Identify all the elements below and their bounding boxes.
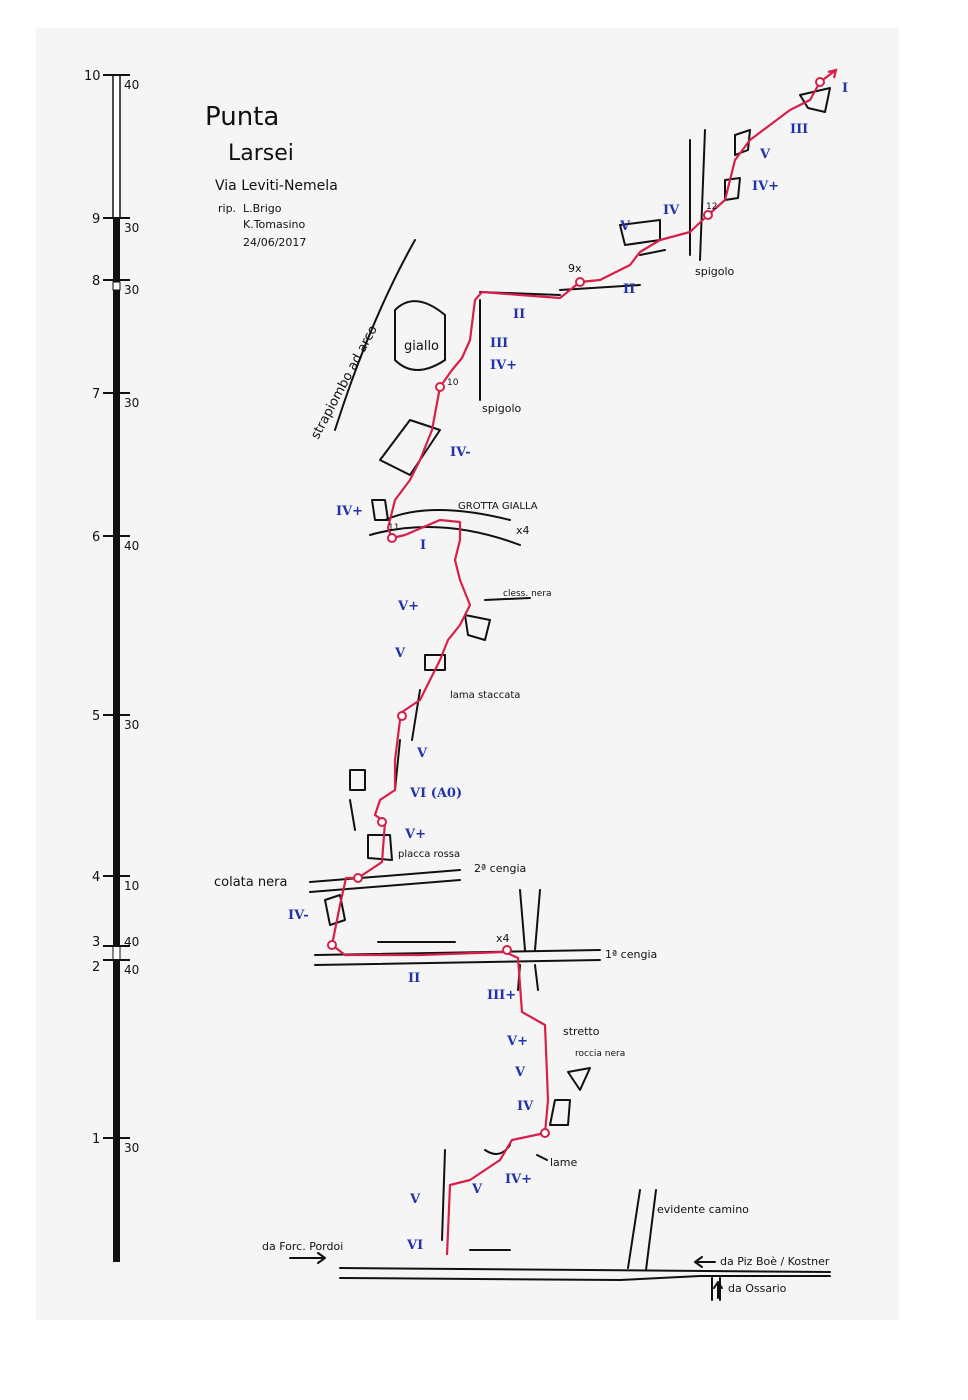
grade-label: II bbox=[513, 307, 525, 322]
scale-bar-top bbox=[112, 74, 121, 219]
scale-minor-label: 30 bbox=[124, 718, 139, 732]
scale-major-label: 6 bbox=[92, 530, 100, 545]
grade-label: VI bbox=[406, 1238, 423, 1253]
scale-minor-label: 10 bbox=[124, 879, 139, 893]
label-colata: colata nera bbox=[214, 875, 287, 890]
label-grotta-gialla: GROTTA GIALLA bbox=[458, 501, 538, 512]
grade-label: II bbox=[408, 971, 420, 986]
grade-label: III bbox=[790, 122, 808, 137]
grade-label: IV+ bbox=[505, 1172, 532, 1187]
belays bbox=[327, 77, 825, 1138]
scale-minor-label: 40 bbox=[124, 963, 139, 977]
label-giallo: giallo bbox=[404, 339, 439, 354]
rock-features bbox=[309, 87, 831, 1301]
scale-major-label: 1 bbox=[92, 1132, 100, 1147]
scale-major-label: 4 bbox=[92, 870, 100, 885]
grade-label: IV- bbox=[288, 908, 309, 923]
grade-label: II bbox=[623, 282, 635, 297]
scale-minor-label: 30 bbox=[124, 1141, 139, 1155]
scale-minor-label: 40 bbox=[124, 935, 139, 949]
label-x4: x4 bbox=[496, 932, 510, 945]
grade-label: VI (A0) bbox=[409, 786, 462, 801]
scale-minor-label: 30 bbox=[124, 283, 139, 297]
scale-major-label: 10 bbox=[84, 69, 101, 84]
scale-minor-label: 30 bbox=[124, 221, 139, 235]
grades: I III IV+ V V IV II II III IV+ IV- IV+ I… bbox=[288, 81, 848, 1253]
grade-label: I bbox=[842, 81, 848, 96]
grade-label: IV+ bbox=[490, 358, 517, 373]
grade-label: V+ bbox=[397, 599, 419, 614]
route-name: Via Leviti-Nemela bbox=[215, 178, 338, 194]
label-spigolo: spigolo bbox=[482, 402, 522, 415]
grade-label: V bbox=[759, 147, 771, 162]
scale-ticks: 10 40 9 30 8 30 7 30 6 40 5 30 4 10 3 40 2 40 1 30 bbox=[84, 69, 139, 1155]
scale-major-label: 2 bbox=[92, 960, 100, 975]
scale-minor-label: 30 bbox=[124, 396, 139, 410]
label-belay-9: 9x bbox=[568, 262, 582, 275]
label-spigolo: spigolo bbox=[695, 265, 735, 278]
annotations: strapiombo ad arco giallo spigolo spigol… bbox=[214, 202, 830, 1295]
grade-label: IV+ bbox=[752, 179, 779, 194]
grade-label: V bbox=[619, 219, 631, 234]
scale-major-label: 5 bbox=[92, 709, 100, 724]
grade-label: V bbox=[416, 746, 428, 761]
grade-label: V+ bbox=[404, 827, 426, 842]
label-lama: lama staccata bbox=[450, 690, 520, 701]
grade-label: IV+ bbox=[336, 504, 363, 519]
scale-minor-label: 40 bbox=[124, 539, 139, 553]
label-piz-boe: da Piz Boè / Kostner bbox=[720, 1255, 830, 1268]
topo-sheet bbox=[36, 28, 899, 1320]
label-camino: evidente camino bbox=[657, 1203, 749, 1216]
title-line2: Larsei bbox=[228, 141, 294, 166]
grade-label: IV bbox=[517, 1099, 534, 1114]
label-belay-12: 12 bbox=[706, 202, 717, 212]
label-ossario: da Ossario bbox=[728, 1282, 787, 1295]
grade-label: V bbox=[514, 1065, 526, 1080]
scale-bar bbox=[113, 218, 120, 1262]
label-x4: x4 bbox=[516, 524, 530, 537]
label-forcella: da Forc. Pordoi bbox=[262, 1240, 343, 1253]
label-clessidra: cless. nera bbox=[503, 589, 552, 599]
title-line1: Punta bbox=[205, 102, 279, 132]
scale-minor-label: 40 bbox=[124, 78, 139, 92]
author-2: K.Tomasino bbox=[243, 218, 306, 231]
label-stretto: stretto bbox=[563, 1025, 600, 1038]
scale-major-label: 7 bbox=[92, 387, 100, 402]
grade-label: V+ bbox=[506, 1034, 528, 1049]
grade-label: V bbox=[471, 1182, 483, 1197]
label-belay-10: 10 bbox=[447, 378, 459, 388]
label-belay-11: 11 bbox=[388, 523, 399, 533]
grade-label: IV bbox=[663, 203, 680, 218]
grade-label: IV- bbox=[450, 445, 471, 460]
grade-label: III+ bbox=[487, 988, 516, 1003]
label-strapiombo: strapiombo ad arco bbox=[308, 323, 381, 442]
label-cengia-2: 2ª cengia bbox=[474, 862, 526, 875]
label-placca: placca rossa bbox=[398, 849, 460, 860]
date: 24/06/2017 bbox=[243, 236, 306, 249]
grade-label: V bbox=[394, 646, 406, 661]
arrows bbox=[289, 1154, 723, 1299]
label-roccia: roccia nera bbox=[575, 1049, 625, 1059]
scale-major-label: 8 bbox=[92, 274, 100, 289]
climbing-route bbox=[330, 81, 821, 1256]
author-1: L.Brigo bbox=[243, 202, 282, 215]
grade-label: V bbox=[409, 1192, 421, 1207]
grade-label: I bbox=[420, 538, 426, 553]
label-lame: lame bbox=[550, 1156, 578, 1169]
grade-label: III bbox=[490, 336, 508, 351]
label-cengia-1: 1ª cengia bbox=[605, 948, 657, 961]
height-scale bbox=[112, 74, 121, 1262]
scale-major-label: 9 bbox=[92, 212, 100, 227]
credit-prefix: rip. bbox=[218, 202, 236, 215]
scale-major-label: 3 bbox=[92, 935, 100, 950]
